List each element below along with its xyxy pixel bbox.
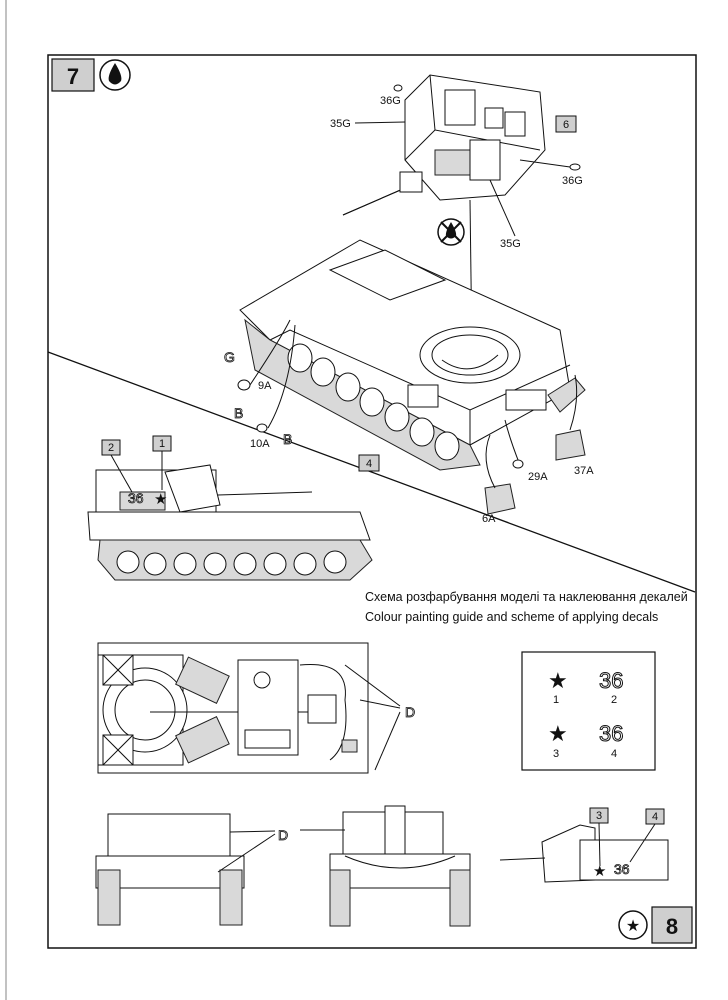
step-8-number: 8 bbox=[666, 914, 678, 939]
side-star-decal: ★ bbox=[154, 491, 167, 508]
step-7-number: 7 bbox=[67, 64, 79, 89]
front-view bbox=[95, 813, 245, 926]
road-wheels bbox=[287, 343, 460, 461]
svg-text:4: 4 bbox=[611, 748, 617, 760]
rear-star-decal: ★ bbox=[593, 863, 606, 880]
part-label-6a: 6A bbox=[482, 513, 496, 525]
part-label-29a: 29A bbox=[528, 471, 548, 483]
paint-code-g: G bbox=[224, 349, 235, 365]
decal-number-2: 36 bbox=[599, 668, 623, 693]
side-vehicle-number: 36 bbox=[128, 490, 144, 506]
svg-text:3: 3 bbox=[596, 810, 602, 822]
sub-step-6-badge: 6 bbox=[555, 115, 577, 133]
paint-code-d-front: D bbox=[278, 827, 288, 843]
decal-star-1: ★ bbox=[548, 668, 568, 693]
part-label-36g-top: 36G bbox=[380, 95, 401, 107]
svg-text:★: ★ bbox=[626, 918, 640, 935]
sub-step-4-badge: 4 bbox=[358, 454, 380, 472]
sub-step-4-number: 4 bbox=[366, 458, 372, 470]
side-view: 36 ★ bbox=[87, 464, 373, 581]
paint-code-b2: B bbox=[283, 431, 292, 447]
rear-vehicle-number: 36 bbox=[614, 861, 630, 877]
part-label-35g-bottom: 35G bbox=[500, 238, 521, 250]
caption-ukrainian: Схема розфарбування моделі та наклеюванн… bbox=[365, 590, 688, 604]
decal-number-4: 36 bbox=[599, 721, 623, 746]
rear-view-right: ★ 36 bbox=[499, 824, 669, 883]
part-label-10a: 10A bbox=[250, 438, 270, 450]
step-8-badge: 8 bbox=[651, 906, 693, 944]
side-callout-2: 2 bbox=[101, 439, 133, 493]
svg-text:1: 1 bbox=[553, 694, 559, 706]
side-callout-1: 1 bbox=[152, 435, 172, 490]
svg-text:3: 3 bbox=[553, 748, 559, 760]
paint-code-d-top: D bbox=[405, 704, 415, 720]
hull-assembly bbox=[239, 239, 586, 471]
part-label-37a: 37A bbox=[574, 465, 594, 477]
step-7-badge: 7 bbox=[51, 58, 95, 92]
no-glue-icon bbox=[437, 218, 465, 246]
section-divider bbox=[47, 351, 696, 593]
part-label-35g-left: 35G bbox=[330, 118, 351, 130]
part-label-9a: 9A bbox=[258, 380, 272, 392]
rear-view-center bbox=[329, 805, 471, 927]
paint-drop-icon bbox=[99, 59, 131, 91]
part-label-36g-right: 36G bbox=[562, 175, 583, 187]
page-border bbox=[47, 54, 697, 949]
caption-english: Colour painting guide and scheme of appl… bbox=[365, 610, 658, 624]
side-road-wheels bbox=[116, 550, 347, 576]
svg-text:2: 2 bbox=[611, 694, 617, 706]
top-view bbox=[97, 642, 369, 774]
svg-text:2: 2 bbox=[108, 442, 114, 454]
star-paint-icon: ★ bbox=[618, 910, 648, 940]
decal-star-3: ★ bbox=[548, 721, 568, 746]
rear-callout-3: 3 bbox=[589, 807, 609, 867]
sub-step-6-number: 6 bbox=[563, 119, 569, 131]
paint-code-b1: B bbox=[234, 405, 243, 421]
turret-assembly bbox=[342, 74, 546, 216]
svg-text:1: 1 bbox=[159, 438, 165, 450]
decal-sheet: ★ 1 36 2 ★ 3 36 4 bbox=[521, 651, 656, 771]
svg-text:4: 4 bbox=[652, 811, 658, 823]
rear-callout-4: 4 bbox=[629, 808, 665, 863]
